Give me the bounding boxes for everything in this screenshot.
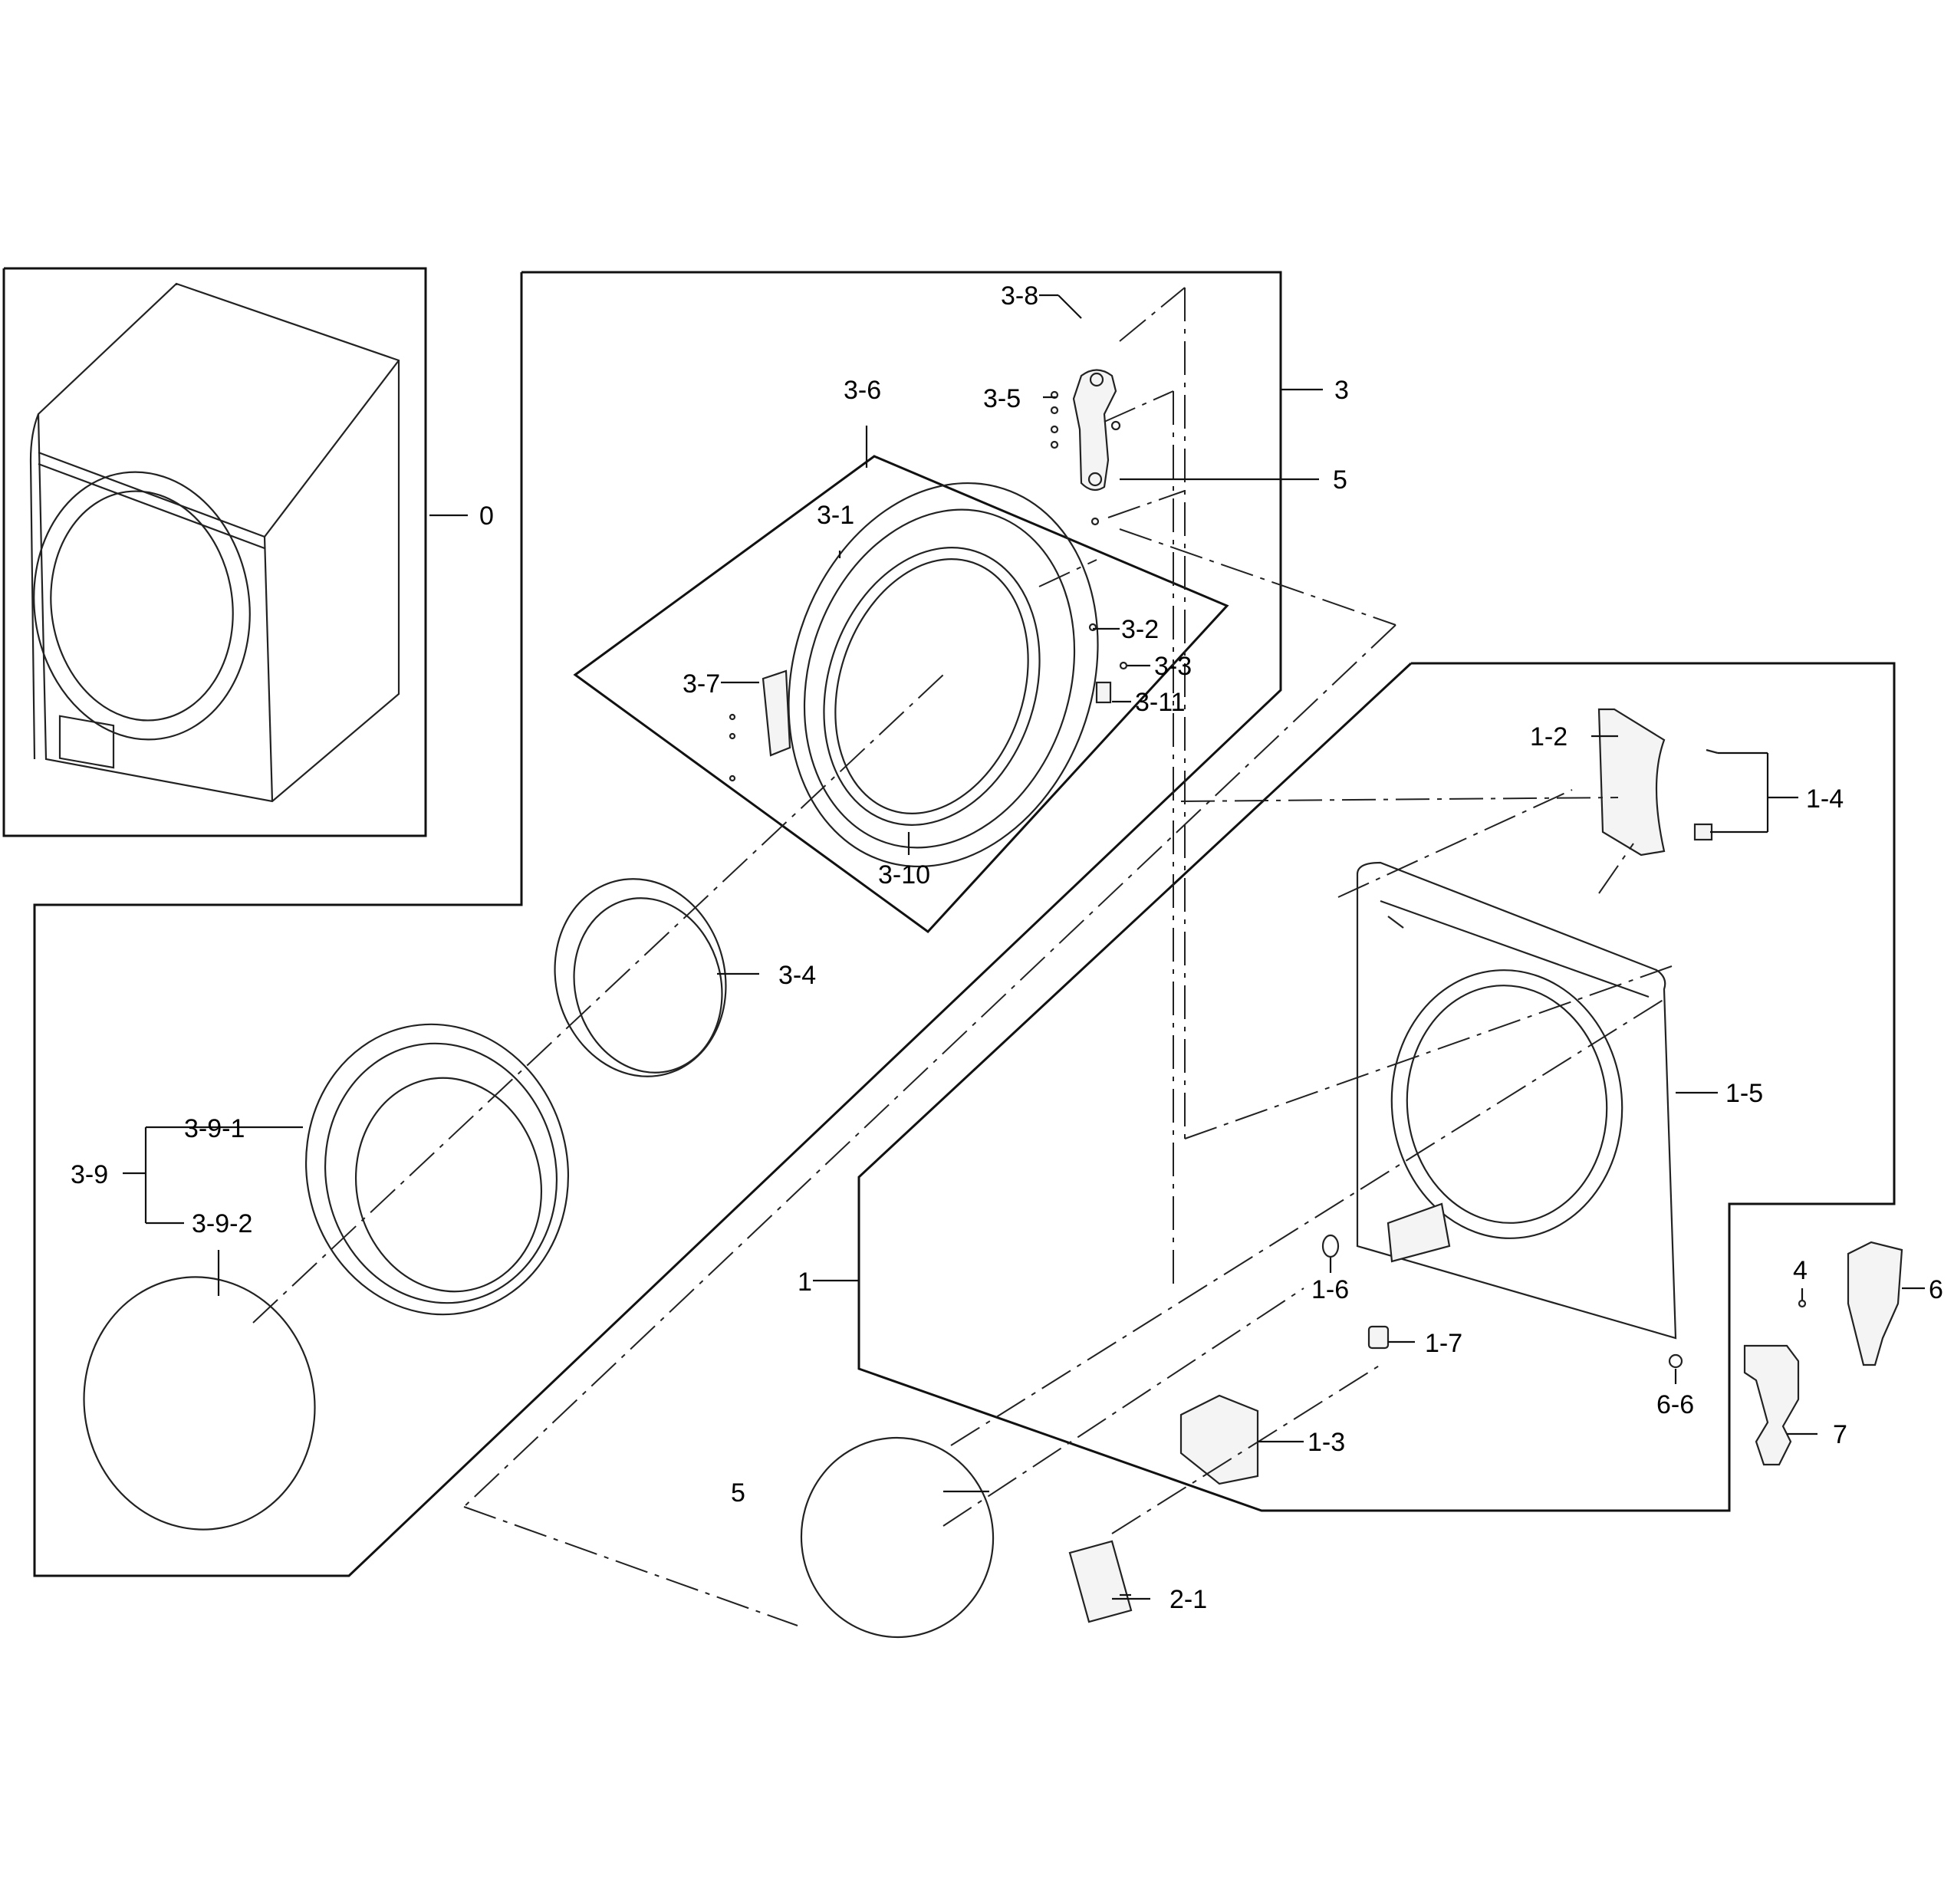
callout-1-3: 1-3 xyxy=(1308,1428,1345,1457)
door-hinge-illustration xyxy=(1050,369,1121,526)
drain-bracket-illustration xyxy=(1743,1344,1800,1466)
assembly-guide-lines xyxy=(252,287,1673,1626)
callout-3-5: 3-5 xyxy=(983,384,1021,413)
filter-cover-illustration xyxy=(1068,1540,1133,1623)
screw-66-illustration xyxy=(1668,1353,1683,1369)
housing-illustration xyxy=(1179,1394,1259,1485)
side-cover-illustration xyxy=(1847,1241,1903,1366)
front-panel-illustration xyxy=(1356,861,1677,1340)
callout-1-7: 1-7 xyxy=(1425,1329,1462,1358)
frame-door-inner-assembly xyxy=(573,455,1229,934)
door-gasket-illustration xyxy=(800,1436,995,1639)
callout-3-11: 3-11 xyxy=(1135,688,1186,717)
callout-1-4: 1-4 xyxy=(1806,784,1844,814)
panel-bracket-illustration xyxy=(1597,708,1666,857)
callout-3-6: 3-6 xyxy=(844,376,881,405)
callout-3-8: 3-8 xyxy=(1001,281,1038,311)
callout-leaders xyxy=(123,294,1925,1600)
button-illustration xyxy=(1367,1325,1390,1350)
screw-illustration xyxy=(1706,748,1719,755)
callout-6-6: 6-6 xyxy=(1656,1390,1694,1419)
callout-3-9-1: 3-9-1 xyxy=(184,1114,245,1143)
callout-3-10: 3-10 xyxy=(878,860,930,890)
clip-illustration xyxy=(1693,823,1713,841)
callout-3-7: 3-7 xyxy=(683,669,720,699)
callout-1-5: 1-5 xyxy=(1725,1079,1763,1108)
callout-labels: 0 3 5 3-8 3-5 3-6 3-1 3-2 3-3 3-11 3-7 3… xyxy=(71,281,1943,1614)
callout-3-2: 3-2 xyxy=(1121,615,1159,644)
frame-door-assembly xyxy=(33,271,1282,1577)
callout-3-1: 3-1 xyxy=(817,501,854,530)
washer-unit-illustration xyxy=(29,282,400,803)
callout-5-top: 5 xyxy=(1333,465,1347,495)
callout-3-9: 3-9 xyxy=(71,1160,108,1189)
callout-4: 4 xyxy=(1793,1256,1808,1285)
door-glass-illustration xyxy=(554,878,727,1077)
callout-3-9-2: 3-9-2 xyxy=(192,1209,252,1238)
door-cover-illustration xyxy=(83,1276,316,1531)
door-outer-frame-illustration xyxy=(304,1023,570,1316)
frame-front-panel-assembly xyxy=(857,662,1896,1512)
screw-4-illustration xyxy=(1798,1299,1807,1308)
callout-3-3: 3-3 xyxy=(1154,652,1192,681)
cap-illustration xyxy=(1321,1234,1340,1258)
door-inner-frame-illustration xyxy=(729,482,1128,867)
callout-5-bottom: 5 xyxy=(731,1478,745,1508)
callout-1-2: 1-2 xyxy=(1530,722,1567,751)
callout-7: 7 xyxy=(1833,1420,1847,1449)
callout-1: 1 xyxy=(798,1268,812,1297)
callout-1-6: 1-6 xyxy=(1311,1275,1349,1304)
frame-complete-unit xyxy=(2,267,427,837)
callout-3: 3 xyxy=(1334,376,1349,405)
callout-3-4: 3-4 xyxy=(778,961,816,990)
callout-6: 6 xyxy=(1929,1275,1943,1304)
callout-2-1: 2-1 xyxy=(1169,1585,1207,1614)
callout-0: 0 xyxy=(479,501,494,531)
